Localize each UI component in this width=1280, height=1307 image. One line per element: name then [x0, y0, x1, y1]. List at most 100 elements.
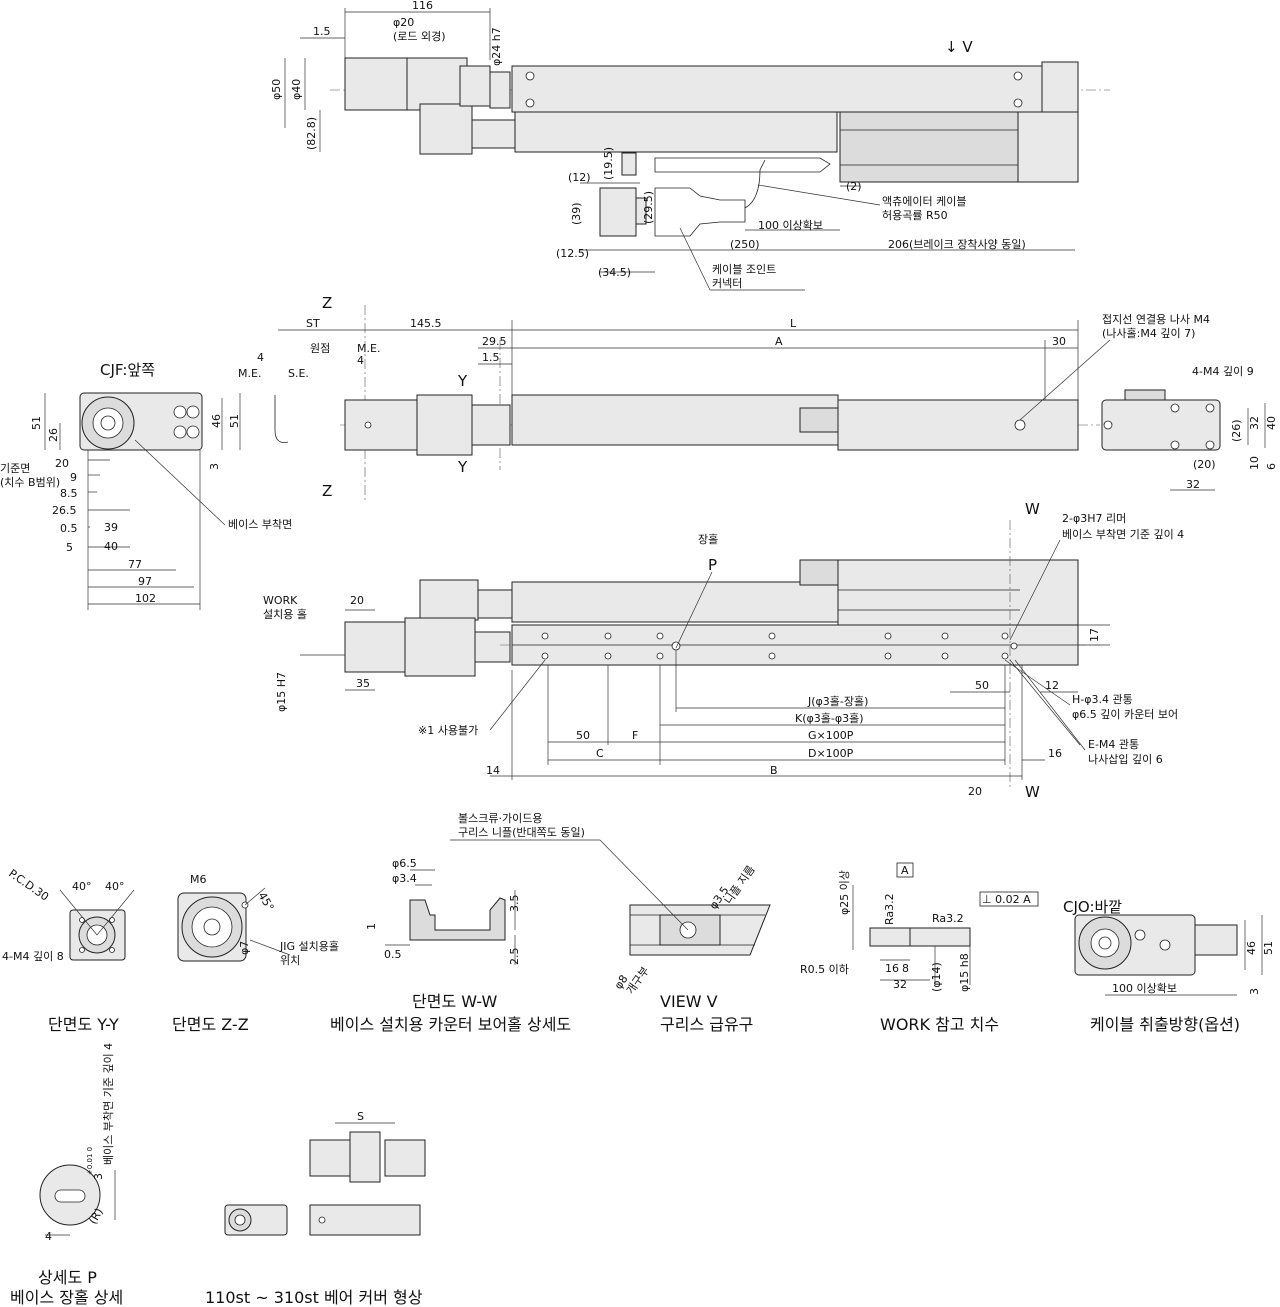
dim-l: L	[790, 317, 797, 330]
cable-joint-label: 케이블 조인트	[712, 263, 776, 276]
dim-b: B	[770, 764, 778, 777]
dim-39: (39)	[570, 202, 583, 225]
dim-phi15: φ15 H7	[275, 672, 288, 712]
dim-35: 35	[356, 677, 370, 690]
cjo-title: CJO:바깥	[1063, 898, 1122, 916]
me-label-left: M.E.	[238, 367, 261, 380]
caption-v-2: 구리스 급유구	[660, 1015, 753, 1034]
m4-depth8-label: 4-M4 깊이 8	[2, 950, 64, 963]
dim-34-5: (34.5)	[598, 266, 631, 279]
dim-29-5: 29.5	[482, 335, 507, 348]
dim-26: 26	[47, 428, 60, 442]
dim-32: 32	[893, 978, 907, 991]
dim-k: K(φ3홀-φ3홀)	[795, 712, 864, 725]
dim-14: 14	[486, 764, 500, 777]
dim-d: D×100P	[808, 747, 854, 760]
dim-phi50: φ50	[270, 79, 283, 100]
dim-97: 97	[138, 575, 152, 588]
ra-left: Ra3.2	[883, 893, 896, 925]
jig-pos-label: 위치	[280, 954, 300, 967]
grease-label-1: 볼스크류·가이드용	[458, 812, 542, 825]
dim-0-5: 0.5	[384, 948, 402, 961]
rod-end-block	[344, 57, 408, 111]
dim-1-5: 1.5	[482, 351, 500, 364]
dim-6: 6	[1265, 463, 1278, 470]
work-label: WORK	[263, 594, 298, 607]
dim-phi40: φ40	[290, 79, 303, 100]
base-face-label: 베이스 부착면	[228, 518, 292, 531]
caption-v-1: VIEW V	[660, 992, 718, 1011]
dim-116: 116	[412, 0, 433, 12]
bend-radius-label: 허용곡률 R50	[882, 209, 948, 222]
ref-face-label: 기준면	[0, 462, 30, 475]
dim-32: 32	[1248, 416, 1261, 430]
dim-4: 4	[357, 354, 364, 367]
dim-30: 30	[1052, 335, 1066, 348]
dim-206: 206(브레이크 장착사양 동일)	[888, 237, 1026, 251]
neck-label: 니플 지름	[722, 863, 758, 906]
front-view-cjf: CJF:앞쪽 51 26 46 51 3 기준면 (치수 B범위) 20 9 8…	[0, 361, 292, 610]
dim-50-right: 50	[975, 679, 989, 692]
reamer-depth-label: 베이스 부착면 기준 깊이 4	[1062, 528, 1184, 541]
section-w-top: W	[1025, 500, 1040, 518]
ground-screw-label: 접지선 연결용 나사 M4	[1102, 313, 1210, 326]
dim-1-5: 1.5	[313, 25, 331, 38]
caption-ww-1: 단면도 W-W	[412, 992, 498, 1011]
dim-100: 100 이상확보	[758, 219, 823, 232]
detail-section-zz: M6 45° φ7 JIG 설치용홀 위치 단면도 Z-Z	[172, 873, 339, 1034]
dim-250: (250)	[730, 238, 760, 251]
dim-phi7: φ7	[238, 941, 251, 955]
work-hole-label: 설치용 홀	[263, 608, 307, 621]
detail-p: 베이스 부착면 기준 깊이 4 3 +0.01 0 (R) 4 상세도 P 베이…	[10, 1043, 123, 1307]
ra-right: Ra3.2	[932, 912, 964, 925]
h-counterbore-label: φ6.5 깊이 카운터 보어	[1072, 708, 1178, 721]
section-z-bottom: Z	[322, 482, 332, 500]
dim-102: 102	[135, 592, 156, 605]
caption-p-2: 베이스 장홀 상세	[10, 1288, 123, 1307]
dim-20-bottom: 20	[968, 785, 982, 798]
pcd-label: P.C.D.30	[6, 867, 51, 904]
actuator-cable-label: 액츄에이터 케이블	[882, 195, 966, 208]
dim-12-5: (12.5)	[556, 247, 589, 260]
dim-17: 17	[1088, 628, 1101, 642]
dim-c: C	[596, 747, 604, 760]
cjf-title: CJF:앞쪽	[100, 361, 155, 379]
dim-phi25: φ25 이상	[838, 870, 851, 915]
dim-100: 100 이상확보	[1112, 982, 1177, 995]
rod-od-note: (로드 외경)	[393, 30, 446, 43]
dim-82-8: (82.8)	[305, 117, 318, 150]
dim-f: F	[632, 729, 638, 742]
dim-20-top: 20	[350, 594, 364, 607]
caption-cjo: 케이블 취출방향(옵션)	[1090, 1015, 1240, 1034]
dim-0-5: 0.5	[60, 522, 78, 535]
dim-2: (2)	[846, 180, 862, 193]
caption-ww-2: 베이스 설치용 카운터 보어홀 상세도	[330, 1015, 571, 1034]
dim-8-5: 8.5	[60, 487, 78, 500]
rod-od: φ20	[393, 16, 414, 29]
detail-section-ww: φ6.5 φ3.4 1 3.5 0.5 2.5 단면도 W-W 베이스 설치용 …	[330, 857, 571, 1034]
dim-29-5: (29.5)	[642, 191, 655, 224]
side-view: Z Z ST 145.5 L 29.5 1.5 A 30 원점 M.E. M.E…	[238, 294, 1278, 500]
caption-work: WORK 참고 치수	[880, 1015, 999, 1034]
p-base-label: 베이스 부착면 기준 깊이 4	[102, 1043, 115, 1165]
dim-20: 20	[55, 457, 69, 470]
top-view: 116 1.5 φ20 (로드 외경) φ24 h7 φ50 φ40 (82.8…	[270, 0, 1110, 291]
dim-46: 46	[210, 414, 223, 428]
dim-51: 51	[1262, 941, 1275, 955]
dim-s: S	[357, 1110, 364, 1123]
dim-g: G×100P	[808, 729, 854, 742]
connector-label: 커넥터	[712, 277, 742, 290]
dim-40: 40	[104, 540, 118, 553]
dim-2-5: 2.5	[508, 948, 521, 966]
dim-a: A	[775, 335, 783, 348]
dim-3-5: 3.5	[508, 895, 521, 913]
dim-3: 3	[1248, 988, 1261, 995]
e-hole-label: E-M4 관통	[1088, 738, 1139, 751]
dim-39: 39	[104, 521, 118, 534]
se-label: S.E.	[288, 367, 309, 380]
caption-bellows: 110st ~ 310st 베어 커버 형상	[205, 1288, 423, 1307]
dim-phi15h8: φ15 h8	[958, 953, 971, 992]
grease-label-2: 구리스 니플(반대쪽도 동일)	[458, 825, 585, 839]
dim-8: 8	[902, 962, 909, 975]
